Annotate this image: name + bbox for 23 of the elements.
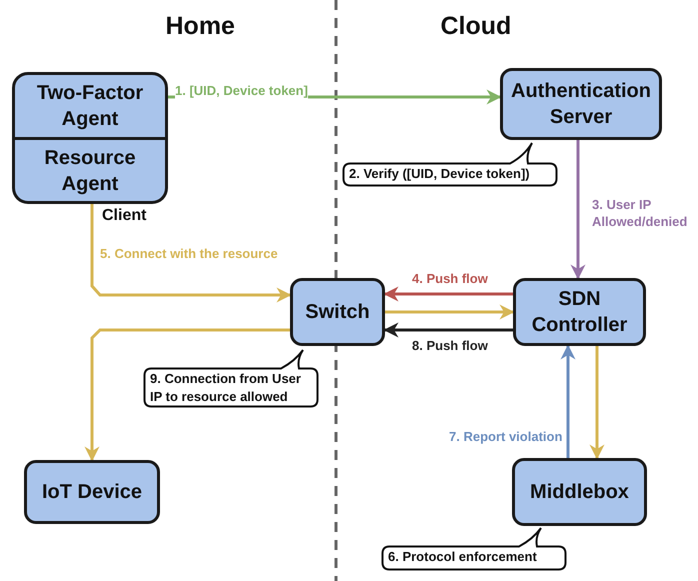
component-box: SDN Controller — [513, 278, 646, 346]
arrow — [590, 346, 604, 460]
component-box: Switch — [290, 278, 385, 346]
speech-bubble: 6. Protocol enforcement — [381, 527, 567, 571]
arrow — [384, 322, 513, 338]
component-box: Middlebox — [512, 458, 647, 526]
speech-bubble: 2. Verify ([UID, Device token]) — [342, 142, 558, 187]
component-box: Two-Factor Agent — [12, 72, 168, 140]
section-heading: Home — [166, 12, 235, 41]
speech-bubble: 9. Connection from User IP to resource allowed — [143, 349, 319, 408]
component-box: Resource Agent — [12, 140, 168, 204]
component-box: Authentication Server — [500, 68, 662, 140]
arrow — [570, 140, 586, 280]
arrow — [84, 328, 290, 462]
arrow — [385, 304, 514, 320]
edge-label: 1. [UID, Device token] — [175, 83, 308, 100]
arrow — [384, 286, 513, 302]
arrow — [560, 344, 576, 458]
edge-label: 7. Report violation — [449, 429, 562, 446]
node-label: Client — [102, 207, 146, 225]
section-heading: Cloud — [440, 12, 512, 41]
component-box: IoT Device — [24, 460, 160, 524]
arrow — [90, 204, 292, 302]
